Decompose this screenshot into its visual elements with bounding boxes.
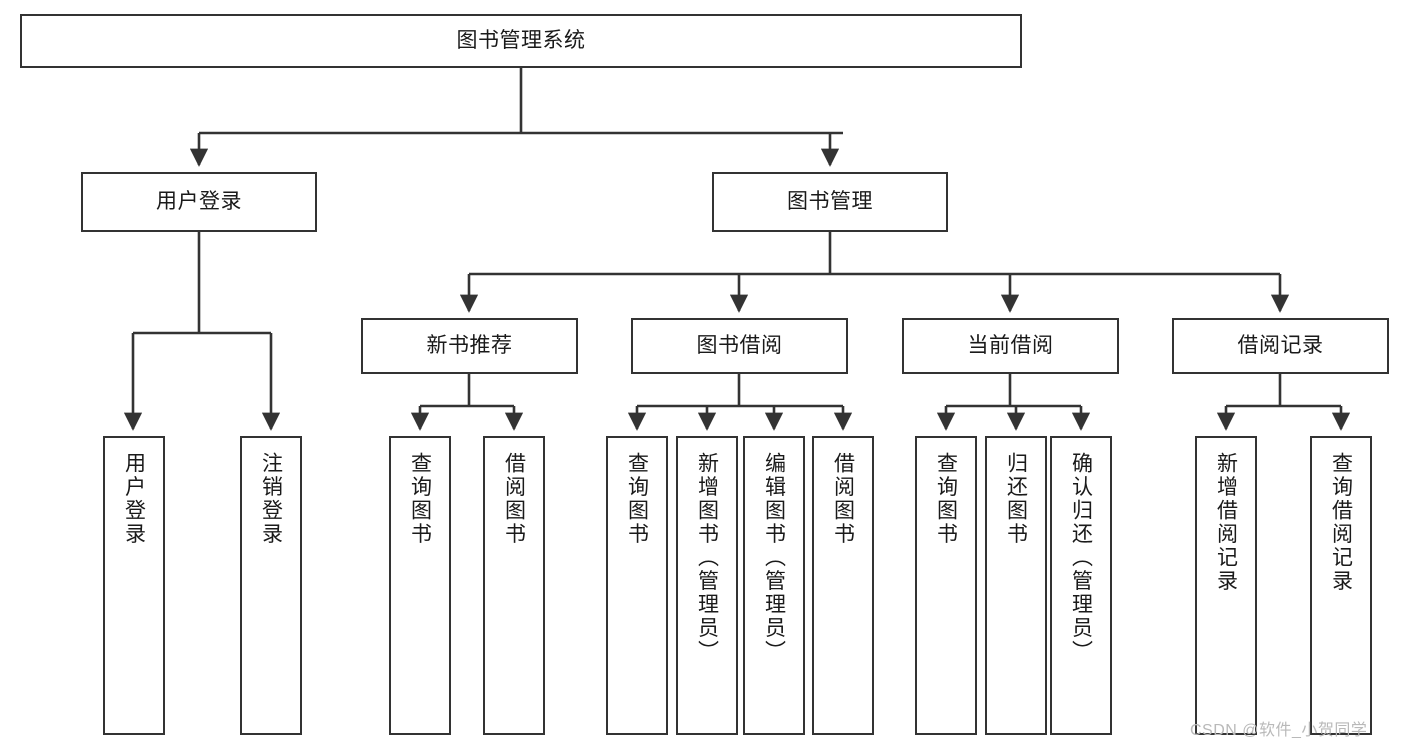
node-leaf-query-book-3-label: 查询图书 <box>934 452 958 546</box>
node-new-book-recommend-label: 新书推荐 <box>426 334 513 358</box>
node-current-borrow[interactable]: 当前借阅 <box>902 318 1119 374</box>
node-leaf-confirm-return-admin[interactable]: 确认归还（管理员） <box>1050 436 1112 735</box>
node-leaf-borrow-book-1-label: 借阅图书 <box>502 452 526 546</box>
node-root-label: 图书管理系统 <box>456 29 586 53</box>
node-book-borrow[interactable]: 图书借阅 <box>631 318 848 374</box>
node-leaf-borrow-book-2-label: 借阅图书 <box>831 452 855 546</box>
node-borrow-record-label: 借阅记录 <box>1237 334 1324 358</box>
node-leaf-add-borrow-record-label: 新增借阅记录 <box>1214 452 1238 593</box>
node-leaf-return-book-label: 归还图书 <box>1004 452 1028 546</box>
node-leaf-user-login[interactable]: 用户登录 <box>103 436 165 735</box>
node-leaf-logout-label: 注销登录 <box>259 452 283 546</box>
node-leaf-query-book-2-label: 查询图书 <box>625 452 649 546</box>
node-leaf-add-book-admin[interactable]: 新增图书（管理员） <box>676 436 738 735</box>
node-leaf-return-book[interactable]: 归还图书 <box>985 436 1047 735</box>
node-leaf-query-book-2[interactable]: 查询图书 <box>606 436 668 735</box>
node-new-book-recommend[interactable]: 新书推荐 <box>361 318 578 374</box>
csdn-watermark: CSDN @软件_小贺同学 <box>1190 722 1368 739</box>
node-book-management[interactable]: 图书管理 <box>712 172 948 232</box>
node-root[interactable]: 图书管理系统 <box>20 14 1022 68</box>
node-leaf-borrow-book-1[interactable]: 借阅图书 <box>483 436 545 735</box>
node-leaf-query-book-1-label: 查询图书 <box>408 452 432 546</box>
node-leaf-confirm-return-admin-label: 确认归还（管理员） <box>1069 452 1093 664</box>
node-leaf-query-book-1[interactable]: 查询图书 <box>389 436 451 735</box>
node-leaf-add-borrow-record[interactable]: 新增借阅记录 <box>1195 436 1257 735</box>
node-leaf-user-login-label: 用户登录 <box>122 452 146 546</box>
node-leaf-query-book-3[interactable]: 查询图书 <box>915 436 977 735</box>
node-leaf-edit-book-admin[interactable]: 编辑图书（管理员） <box>743 436 805 735</box>
node-leaf-add-book-admin-label: 新增图书（管理员） <box>695 452 719 664</box>
node-current-borrow-label: 当前借阅 <box>967 334 1054 358</box>
node-leaf-logout[interactable]: 注销登录 <box>240 436 302 735</box>
node-leaf-query-borrow-record-label: 查询借阅记录 <box>1329 452 1353 593</box>
node-leaf-edit-book-admin-label: 编辑图书（管理员） <box>762 452 786 664</box>
node-leaf-borrow-book-2[interactable]: 借阅图书 <box>812 436 874 735</box>
node-book-management-label: 图书管理 <box>787 190 873 214</box>
node-user-login[interactable]: 用户登录 <box>81 172 317 232</box>
node-borrow-record[interactable]: 借阅记录 <box>1172 318 1389 374</box>
node-book-borrow-label: 图书借阅 <box>696 334 783 358</box>
node-user-login-label: 用户登录 <box>156 190 242 214</box>
node-leaf-query-borrow-record[interactable]: 查询借阅记录 <box>1310 436 1372 735</box>
